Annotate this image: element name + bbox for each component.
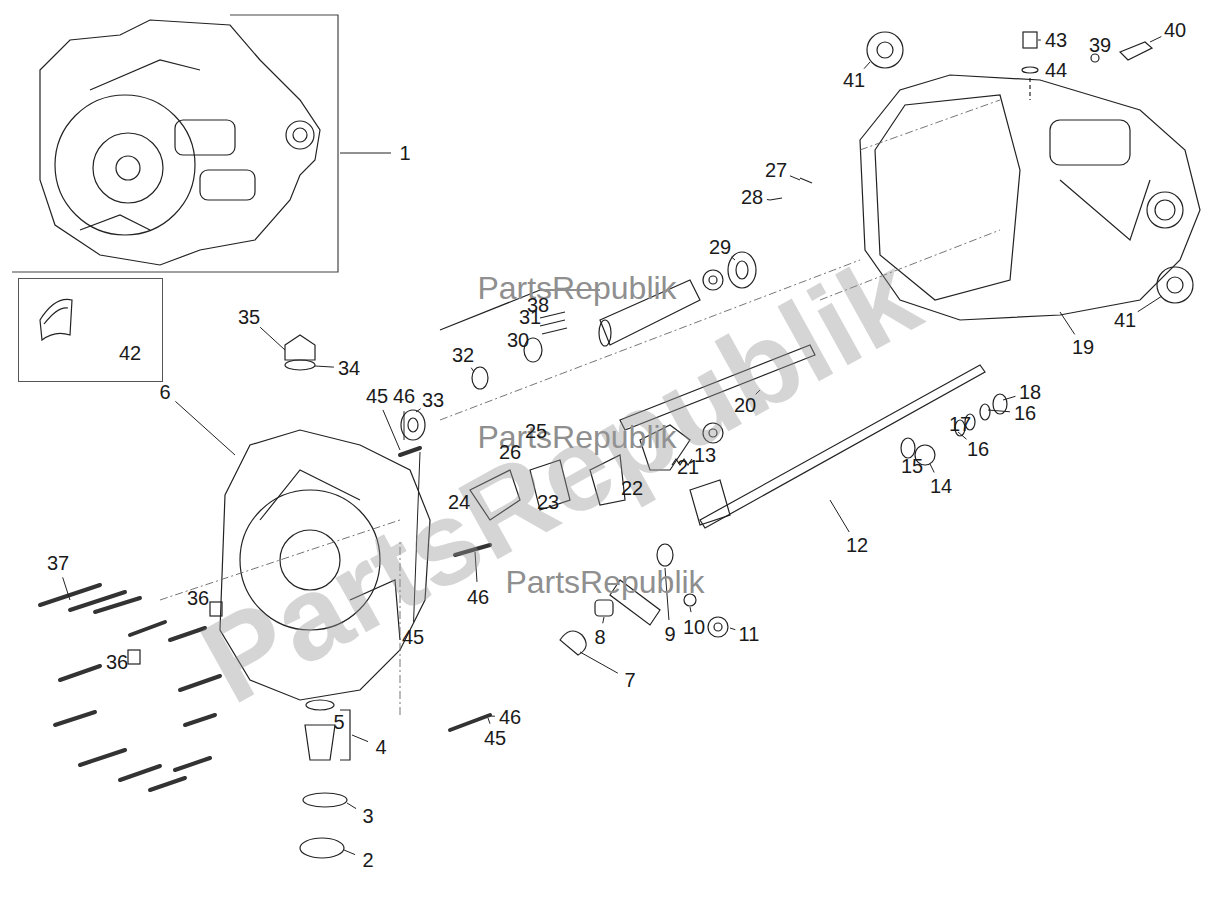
callout-number: 16	[1014, 403, 1036, 423]
leader-line	[790, 176, 800, 180]
leader-line	[1150, 37, 1161, 42]
callout-number: 14	[930, 476, 952, 496]
callout-number: 18	[1019, 382, 1041, 402]
leader-line	[830, 500, 849, 532]
leader-line	[315, 366, 334, 367]
callout-number: 44	[1045, 60, 1067, 80]
leader-line	[864, 62, 870, 69]
callout-number: 42	[119, 343, 141, 363]
leader-line	[988, 410, 1010, 412]
leader-line	[1060, 312, 1075, 334]
leader-line	[767, 199, 770, 201]
leader-line	[416, 409, 421, 412]
callout-number: 46	[499, 707, 521, 727]
callout-number: 41	[1114, 310, 1136, 330]
leader-line	[1003, 396, 1015, 400]
callout-number: 20	[734, 395, 756, 415]
leader-line	[488, 718, 490, 724]
callout-number: 12	[846, 535, 868, 555]
leader-line	[344, 850, 355, 855]
leader-line	[404, 411, 405, 440]
callout-number: 22	[621, 478, 643, 498]
leader-line	[260, 327, 285, 350]
callout-number: 19	[1072, 337, 1094, 357]
leader-line	[490, 716, 495, 717]
callout-number: 16	[967, 439, 989, 459]
leader-line	[930, 464, 934, 472]
callout-number: 41	[843, 70, 865, 90]
callout-number: 29	[709, 237, 731, 257]
callout-number: 6	[159, 382, 170, 402]
callout-number: 45	[484, 728, 506, 748]
inset-frame: 42	[18, 278, 163, 382]
callout-number: 26	[499, 442, 521, 462]
callout-number: 10	[683, 617, 705, 637]
callout-number: 39	[1089, 35, 1111, 55]
callout-number: 31	[519, 307, 541, 327]
callout-number: 40	[1164, 20, 1186, 40]
callout-number: 43	[1045, 30, 1067, 50]
callout-number: 5	[333, 712, 344, 732]
callout-number: 9	[664, 624, 675, 644]
callout-number: 2	[362, 850, 373, 870]
callout-number: 32	[452, 345, 474, 365]
leader-line	[471, 368, 474, 372]
callout-number: 21	[677, 457, 699, 477]
leader-line	[580, 652, 618, 673]
leader-line	[1138, 296, 1162, 312]
callout-number: 17	[949, 414, 971, 434]
callout-number: 34	[338, 358, 360, 378]
callout-number: 24	[448, 492, 470, 512]
callout-number: 4	[375, 737, 386, 757]
leader-line	[731, 257, 735, 260]
leader-line	[603, 617, 604, 623]
leader-line	[340, 153, 391, 154]
leader-line	[175, 401, 235, 455]
callout-number: 30	[507, 330, 529, 350]
callout-number: 8	[594, 627, 605, 647]
callout-number: 11	[739, 624, 760, 644]
callout-number: 25	[525, 421, 547, 441]
leader-line	[383, 410, 400, 450]
callout-number: 35	[238, 307, 260, 327]
callout-number: 45	[366, 386, 388, 406]
callout-number: 28	[741, 187, 763, 207]
callout-number: 46	[393, 386, 415, 406]
callout-number: 3	[362, 806, 373, 826]
watermark: PartsRepublik	[184, 234, 935, 722]
leader-line	[1038, 40, 1041, 41]
callout-number: 7	[624, 670, 635, 690]
callout-number: 45	[402, 627, 424, 647]
callout-number: 36	[106, 652, 128, 672]
callout-number: 15	[901, 456, 923, 476]
leader-line	[730, 628, 735, 630]
callout-number: 23	[537, 492, 559, 512]
leader-line	[352, 735, 368, 742]
leader-line	[690, 607, 691, 612]
watermark: PartsRepublik	[477, 272, 676, 304]
callout-number: 27	[765, 160, 787, 180]
watermark: PartsRepublik	[505, 566, 704, 598]
leader-line	[63, 577, 70, 600]
callout-number: 33	[422, 390, 444, 410]
callout-number: 1	[399, 143, 410, 163]
callout-number: 36	[187, 588, 209, 608]
callout-number: 37	[47, 553, 69, 573]
callout-number: 46	[467, 587, 489, 607]
leader-line	[347, 803, 356, 809]
